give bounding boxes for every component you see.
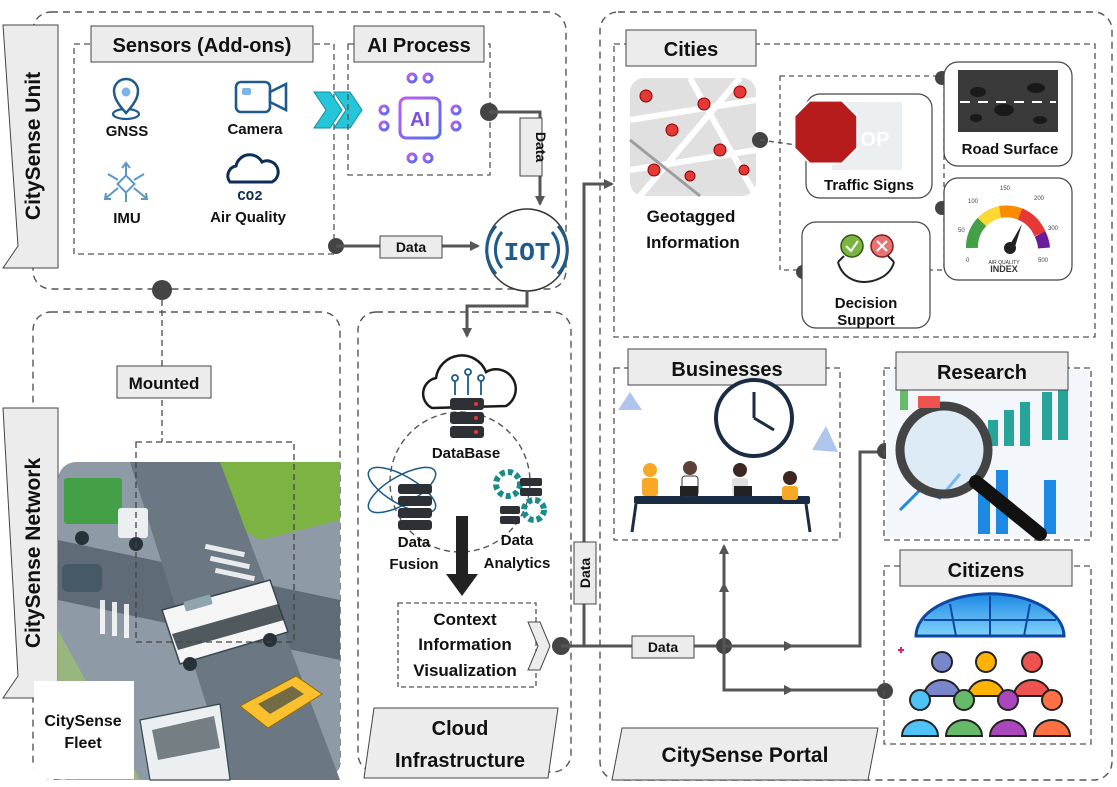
data-analytics-label-line1: Data [501, 532, 534, 549]
decision-hands-icon [837, 234, 895, 284]
aq-index-label: INDEX [990, 264, 1018, 274]
traffic-signs-card: OP Traffic Signs [793, 93, 933, 199]
gauge-tick-500: 500 [1038, 258, 1049, 264]
iot-to-cloud-flow [462, 291, 529, 338]
decision-support-label-line2: Support [837, 312, 895, 329]
business-meeting-illustration [618, 378, 838, 533]
air-quality-index-card: 0 50 100 150 200 300 500 AIR QUALITY IND… [943, 177, 1073, 281]
data-fusion-icon [367, 466, 437, 530]
sensors-to-iot-flow: Data [328, 235, 480, 259]
network-title-tab: CitySense Network [2, 407, 59, 699]
citizens-globe-people-icon [898, 592, 1072, 737]
database-icon [421, 354, 517, 438]
citizens-box: Citizens [883, 549, 1092, 745]
sensor-label-imu: IMU [113, 210, 141, 227]
fleet-label-line2: Fleet [64, 735, 102, 752]
geotagged-label-line1: Geotagged [647, 207, 736, 226]
portal-horizontal-data-label: Data [648, 639, 679, 655]
ai-to-iot-flow: Data [480, 103, 549, 206]
research-chart-illustration [886, 370, 1089, 541]
aq-index-small-label: AIR QUALITY [988, 260, 1020, 266]
gauge-tick-150: 150 [1000, 186, 1011, 192]
cities-title: Cities [664, 39, 718, 61]
geotagged-label-line2: Information [646, 233, 740, 252]
portal-title: CitySense Portal [662, 744, 829, 767]
iot-icon: IOT [485, 208, 569, 292]
bus [161, 579, 289, 671]
data-analytics-icon [493, 469, 547, 524]
gauge-tick-0: 0 [966, 258, 970, 264]
down-arrow-icon [446, 516, 478, 596]
cities-box: Cities [613, 29, 1096, 338]
unit-title-tab: CitySense Unit [2, 24, 59, 269]
network-title: CitySense Network [22, 458, 45, 649]
geotag-map-icon [629, 76, 759, 198]
businesses-title: Businesses [671, 359, 782, 381]
decision-support-card: Decision Support [801, 221, 931, 329]
data-fusion-label-line1: Data [398, 534, 431, 551]
portal-title-tab: CitySense Portal [611, 727, 879, 781]
data-analytics-label-line2: Analytics [484, 555, 551, 572]
imu-icon [103, 161, 149, 202]
taxi [239, 675, 323, 729]
aq-gauge-icon [966, 205, 1050, 254]
traffic-signs-label: Traffic Signs [824, 177, 914, 194]
sensor-label-gnss: GNSS [106, 123, 149, 140]
data-fusion-label-line2: Fusion [389, 556, 438, 573]
context-line-1: Context [433, 610, 497, 629]
ai-data-label: Data [533, 132, 549, 163]
stop-sign-icon: OP [793, 99, 902, 170]
ai-process-box: AI Process AI [347, 25, 491, 176]
air-quality-icon: CO2 [226, 153, 280, 205]
sensor-label-camera: Camera [227, 121, 283, 138]
mounted-label: Mounted [129, 374, 200, 393]
gnss-icon [111, 77, 141, 121]
unit-to-network-link: Mounted [116, 280, 212, 430]
chevron-arrow-icon [313, 91, 363, 129]
camera-icon [234, 80, 288, 114]
unit-title: CitySense Unit [22, 72, 45, 220]
gauge-tick-50: 50 [958, 228, 965, 234]
ai-chip-text: AI [410, 109, 430, 131]
context-line-3: Visualization [413, 661, 517, 680]
sensors-title: Sensors (Add-ons) [113, 35, 292, 57]
cloud-title-line2: Infrastructure [395, 750, 525, 772]
gauge-tick-200: 200 [1034, 196, 1045, 202]
decision-support-label-line1: Decision [835, 295, 898, 312]
gauge-tick-100: 100 [968, 199, 979, 205]
context-line-2: Information [418, 635, 512, 654]
fleet-label-box: CitySense Fleet [34, 681, 134, 779]
ai-process-title: AI Process [367, 35, 470, 57]
sensors-data-label: Data [396, 239, 427, 255]
fleet-label-line1: CitySense [44, 713, 121, 730]
context-box: Context Information Visualization [397, 602, 551, 688]
iot-text: IOT [504, 238, 551, 268]
sensor-label-air-quality: Air Quality [210, 209, 287, 226]
research-title: Research [937, 362, 1027, 384]
gauge-tick-300: 300 [1048, 226, 1059, 232]
air-quality-icon-text: CO2 [237, 189, 262, 205]
cloud-title-tab: Cloud Infrastructure [363, 707, 559, 779]
cloud-title-line1: Cloud [432, 718, 489, 740]
businesses-box: Businesses [613, 348, 841, 541]
road-surface-label: Road Surface [962, 141, 1059, 158]
research-title-tab: Research [895, 351, 1069, 391]
stop-sign-text: OP [861, 129, 890, 151]
sensors-box: Sensors (Add-ons) GNSS Camera IMU [73, 25, 335, 255]
portal-vertical-data-label: Data [577, 558, 593, 589]
garbage-truck [64, 478, 148, 551]
ai-chip-icon [378, 72, 462, 164]
road-surface-card: Road Surface [943, 61, 1073, 167]
cloud-to-portal-flow: Data Data [552, 179, 893, 699]
database-label: DataBase [432, 445, 500, 462]
citizens-title: Citizens [948, 560, 1025, 582]
